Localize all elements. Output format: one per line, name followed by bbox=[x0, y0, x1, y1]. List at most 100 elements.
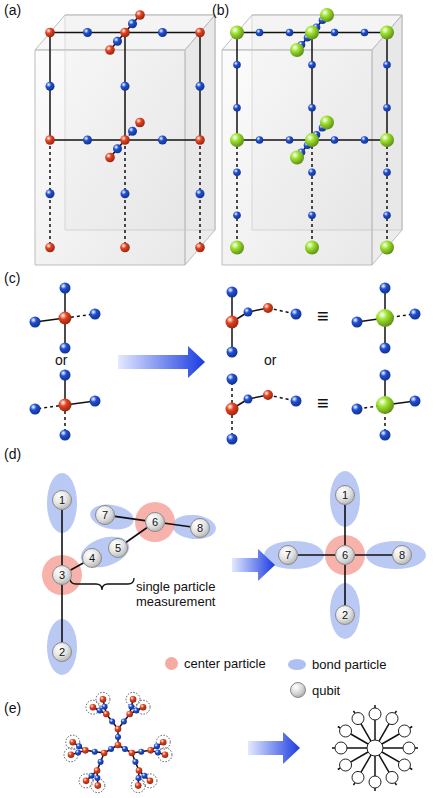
hub-vertex bbox=[367, 740, 383, 756]
bond-particle bbox=[227, 287, 238, 298]
qubit-number: 1 bbox=[59, 495, 65, 506]
center-particle bbox=[68, 751, 75, 758]
bond-particle bbox=[83, 28, 92, 37]
bond-particle bbox=[115, 734, 121, 740]
bond-particle bbox=[308, 211, 316, 219]
leaf-ring bbox=[64, 748, 78, 762]
qubit-number: 6 bbox=[152, 517, 158, 528]
bond-particle bbox=[128, 704, 134, 710]
leaf-vertex bbox=[352, 771, 364, 783]
bond-particle bbox=[383, 211, 391, 219]
bond-particle bbox=[92, 749, 98, 755]
particle-star bbox=[352, 370, 421, 441]
qubit-link bbox=[61, 585, 63, 642]
bond-particle bbox=[154, 743, 160, 749]
cluster-particle bbox=[380, 133, 394, 147]
cluster-particle bbox=[380, 26, 394, 40]
relation-text: or bbox=[55, 352, 67, 368]
center-particle bbox=[120, 135, 130, 145]
cluster-particle bbox=[305, 241, 319, 255]
bond-particle bbox=[380, 370, 391, 381]
center-particle bbox=[226, 316, 239, 329]
center-particle-region bbox=[135, 502, 175, 542]
center-particle bbox=[100, 696, 107, 703]
bond-particle bbox=[30, 317, 41, 328]
qubit-link bbox=[344, 565, 346, 605]
leaf-vertex bbox=[340, 725, 352, 737]
qubit-number: 7 bbox=[285, 550, 291, 561]
leaf-vertex bbox=[369, 776, 381, 788]
center-particle bbox=[59, 312, 72, 325]
bond-line bbox=[311, 140, 313, 248]
qubit-link bbox=[61, 510, 63, 565]
bond-particle bbox=[46, 82, 55, 91]
qubit-circle: 4 bbox=[82, 548, 102, 568]
center-particle bbox=[115, 742, 122, 749]
bond-particle bbox=[46, 189, 55, 198]
qubit-number: 3 bbox=[59, 570, 65, 581]
leaf-vertex bbox=[369, 708, 381, 720]
qubit-link bbox=[344, 505, 346, 545]
center-particle bbox=[45, 28, 55, 38]
center-particle bbox=[45, 243, 55, 253]
bond-particle bbox=[286, 29, 294, 37]
legend-swatch bbox=[165, 657, 178, 670]
panel-label: (d) bbox=[4, 446, 21, 462]
bond-particle bbox=[121, 82, 130, 91]
center-particle bbox=[101, 750, 108, 757]
tree-graph bbox=[64, 692, 172, 792]
qubit-number: 8 bbox=[399, 550, 405, 561]
center-particle bbox=[160, 739, 167, 746]
bond-particle bbox=[90, 396, 101, 407]
bond-particle bbox=[158, 136, 167, 145]
bond-particle bbox=[196, 189, 205, 198]
qubit-circle: 8 bbox=[392, 545, 412, 565]
center-particle bbox=[115, 726, 122, 733]
legend-item: bond particle bbox=[288, 657, 386, 672]
bond-particle bbox=[102, 704, 108, 710]
center-particle bbox=[120, 28, 130, 38]
bond-particle bbox=[256, 136, 264, 144]
bond-line bbox=[312, 32, 387, 34]
bond-particle bbox=[97, 708, 103, 714]
center-particle bbox=[120, 243, 130, 253]
bond-particle bbox=[132, 759, 138, 765]
bond-particle bbox=[331, 29, 339, 37]
bond-particle bbox=[361, 136, 369, 144]
bond-particle bbox=[233, 104, 241, 112]
bond-particle-region bbox=[88, 501, 135, 532]
particle-star bbox=[30, 370, 101, 441]
bond-particle bbox=[256, 29, 264, 37]
bond-particle bbox=[60, 343, 71, 354]
bond-line bbox=[237, 139, 312, 141]
bond-particle-region bbox=[77, 531, 133, 572]
bond-particle bbox=[308, 61, 316, 69]
center-particle bbox=[162, 751, 169, 758]
cluster-particle bbox=[320, 8, 334, 22]
center-particle bbox=[83, 778, 90, 785]
center-particle bbox=[69, 739, 76, 746]
bond-particle bbox=[227, 434, 238, 445]
cluster-particle bbox=[320, 116, 334, 130]
qubit-number: 5 bbox=[115, 543, 121, 554]
panel-label: (a) bbox=[4, 2, 21, 18]
bond-particle bbox=[308, 104, 316, 112]
bond-line bbox=[311, 33, 313, 141]
bond-particle bbox=[128, 127, 137, 136]
bond-particle bbox=[60, 370, 71, 381]
leaf-vertex bbox=[335, 742, 347, 754]
center-particle bbox=[129, 750, 136, 757]
qubit-number: 7 bbox=[102, 510, 108, 521]
bond-particle bbox=[113, 37, 122, 46]
bond-particle bbox=[383, 61, 391, 69]
qubit-number: 2 bbox=[59, 647, 65, 658]
bond-particle bbox=[138, 749, 144, 755]
bond-particle bbox=[361, 29, 369, 37]
bond-particle bbox=[98, 759, 104, 765]
cube-lattice-b bbox=[222, 8, 402, 265]
qubit-circle: 5 bbox=[108, 538, 128, 558]
center-particle bbox=[195, 135, 205, 145]
leaf-vertex bbox=[352, 713, 364, 725]
bond-particle bbox=[121, 719, 127, 725]
